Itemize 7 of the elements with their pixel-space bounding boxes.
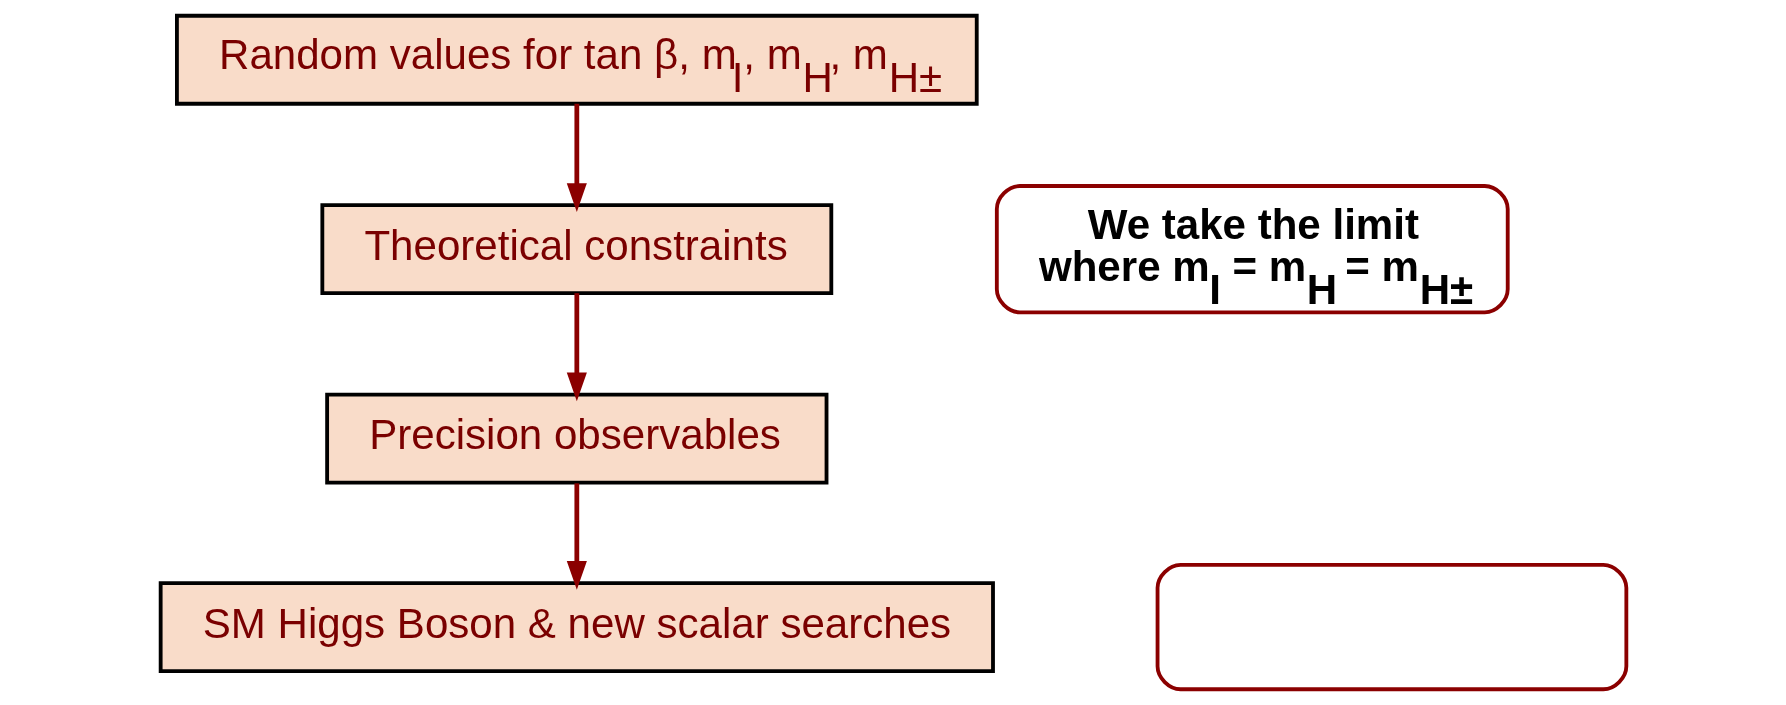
node-box: Theoretical constraints bbox=[319, 203, 833, 296]
arrow bbox=[566, 103, 587, 212]
arrow bbox=[566, 293, 587, 402]
node-box: SM Higgs Boson & new scalar searches bbox=[158, 581, 995, 673]
arrow bbox=[566, 483, 587, 590]
node-box: Precision observables bbox=[324, 392, 828, 485]
node-box bbox=[1155, 562, 1628, 692]
